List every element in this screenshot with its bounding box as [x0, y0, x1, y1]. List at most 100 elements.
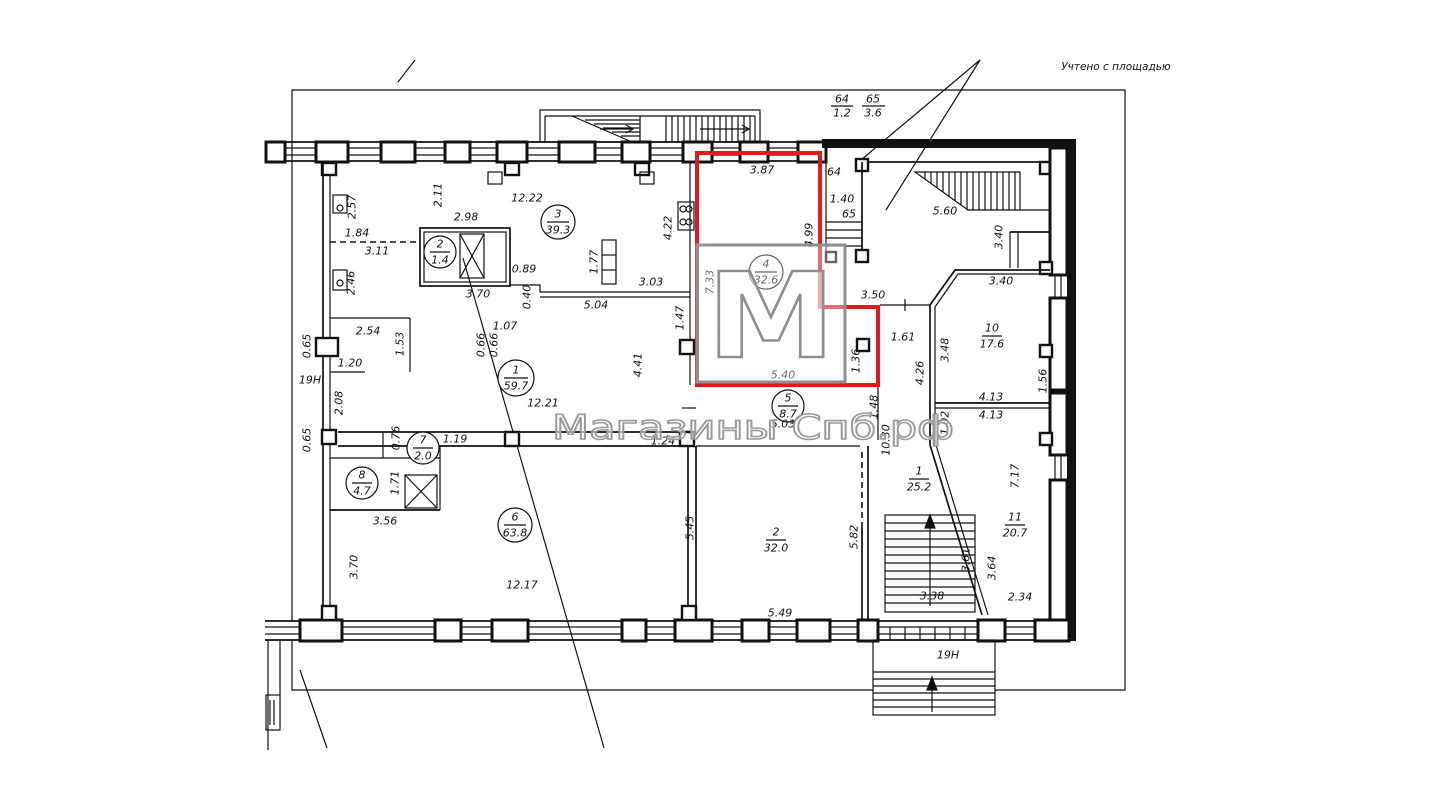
watermark-text: Магазины Спб.рф	[552, 408, 954, 448]
dimension-label: 3.56	[373, 515, 398, 528]
dimension-label: 3.11	[365, 245, 390, 258]
dimension-label: 4.41	[632, 353, 645, 378]
room-area: 39.3	[546, 224, 571, 237]
interior-walls	[330, 162, 1050, 622]
dimension-label: 5.45	[684, 516, 697, 541]
selected-premises-outline	[695, 151, 880, 387]
dimension-label: 3.87	[750, 164, 775, 177]
stair-hall	[884, 513, 976, 613]
room-area: 1.4	[431, 254, 449, 267]
dimension-label: 5.03	[771, 418, 796, 431]
room-area: 17.6	[980, 338, 1005, 351]
dimension-label: 1.20	[338, 357, 363, 370]
exterior-wall-right	[1038, 139, 1076, 641]
dimension-label: 7.17	[1009, 464, 1022, 489]
dimension-label: 4.22	[662, 216, 675, 241]
room-label: 11 20.7	[1003, 511, 1028, 540]
dimension-label: 0.76	[390, 426, 403, 451]
dimension-label: 1.53	[394, 332, 407, 357]
dimension-label: 0.65	[301, 428, 314, 453]
dimension-label: 3.40	[993, 225, 1006, 250]
room-number: 2	[773, 526, 780, 539]
dimension-label: 0.40	[521, 285, 534, 310]
dimension-label: 3.70	[348, 555, 361, 580]
exterior-wall-top	[264, 139, 1075, 177]
dimension-label: 1.77	[588, 250, 601, 275]
dimension-label: 0.89	[512, 263, 537, 276]
room-label: 1 25.2	[907, 465, 932, 494]
watermark-logo: M	[707, 247, 835, 385]
room-number: 11	[1008, 511, 1022, 524]
room-label: 3 39.3	[540, 204, 576, 240]
room-area: 59.7	[504, 380, 529, 393]
dimension-label: 65	[842, 208, 856, 221]
room-label: 2 32.0	[764, 526, 789, 555]
area-note: Учтено с площадью	[1061, 61, 1171, 73]
room-label: 6 63.8	[497, 507, 533, 543]
room-label: 5 8.7	[771, 389, 805, 423]
room-area: 32.0	[764, 542, 789, 555]
dimension-label: 4.99	[803, 223, 816, 248]
dimension-label: 1.47	[674, 306, 687, 331]
dimension-label: 3.03	[639, 276, 664, 289]
dimension-label: 2.08	[333, 391, 346, 416]
dimension-label: 1.07	[493, 320, 518, 333]
watermark: M Магазины Спб.рф	[551, 243, 955, 449]
room-area: 4.7	[353, 485, 371, 498]
room-area: 8.7	[779, 408, 797, 421]
room-area: 32.6	[754, 274, 779, 287]
dimension-label: 1.19	[443, 433, 468, 446]
room-number: 3	[555, 208, 562, 221]
dimension-label: 3.50	[861, 289, 886, 302]
dimension-label: 1.40	[830, 193, 855, 206]
room-number: 6	[512, 511, 519, 524]
fraction-denominator: 3.6	[864, 107, 882, 120]
room-area: 25.2	[907, 481, 932, 494]
exterior-staircase-top	[539, 109, 761, 143]
dimension-label: 5.04	[584, 299, 609, 312]
dimension-label: 5.82	[848, 525, 861, 550]
room-label: 7 2.0	[406, 431, 440, 465]
room-number: 1	[916, 465, 923, 478]
room-number: 10	[985, 322, 999, 335]
dimension-label: 5.40	[771, 369, 796, 382]
dimension-label: 3.40	[989, 275, 1014, 288]
room-number: 2	[437, 238, 444, 251]
room-number: 8	[359, 469, 366, 482]
dimension-label: 10.30	[880, 424, 893, 456]
room-number: 7	[420, 434, 427, 447]
dimension-label: 4.13	[979, 409, 1004, 422]
watermark-logo-box	[695, 243, 847, 384]
room-label: 10 17.6	[980, 322, 1005, 351]
dimension-label: 1.24	[651, 435, 676, 448]
room-label: 2 1.4	[423, 235, 457, 269]
exterior-wall-left	[314, 162, 340, 622]
room-area: 63.8	[503, 527, 528, 540]
dimension-label: 4.13	[979, 391, 1004, 404]
dimension-label: 2.57	[346, 195, 359, 220]
dimension-label: 7.33	[704, 270, 717, 295]
dimension-label: 1.02	[939, 411, 952, 436]
dimension-label: 0.66	[488, 333, 501, 358]
dimension-label: 12.17	[506, 579, 538, 592]
room-number: 4	[763, 258, 770, 271]
dimension-label: 3.38	[920, 590, 945, 603]
dimension-label: 3.64	[986, 556, 999, 581]
entrance-porch	[872, 639, 996, 716]
dimension-label: 3.61	[960, 548, 973, 573]
level-mark: 19Н	[937, 649, 959, 662]
room-label: 8 4.7	[345, 466, 379, 500]
dimension-label: 1.61	[891, 331, 916, 344]
level-mark: 19Н	[299, 374, 321, 387]
exterior-wall-bottom	[265, 618, 1071, 643]
site-boundary	[291, 59, 1126, 749]
dimension-label: 5.49	[768, 607, 793, 620]
dimension-label: 12.21	[527, 397, 559, 410]
dimension-label: 0.66	[475, 333, 488, 358]
dimension-label: 5.60	[933, 205, 958, 218]
room-label: 4 32.6	[748, 254, 784, 290]
room-area: 2.0	[414, 450, 432, 463]
dimension-label: 3.70	[466, 288, 491, 301]
dimension-label: 64	[827, 166, 841, 179]
